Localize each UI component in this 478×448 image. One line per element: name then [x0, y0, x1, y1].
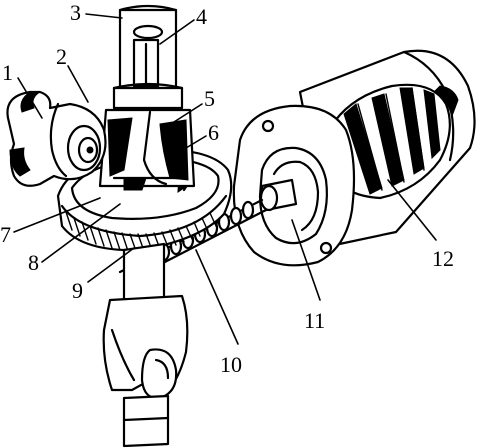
callout-3: 3 [70, 0, 81, 25]
callout-4: 4 [196, 4, 207, 29]
callout-5: 5 [204, 86, 215, 111]
callout-6: 6 [208, 120, 219, 145]
callout-8: 8 [28, 250, 39, 275]
callout-12: 12 [432, 246, 454, 271]
adjusting-knob [6, 90, 107, 187]
callout-9: 9 [72, 278, 83, 303]
leader-lines [13, 13, 437, 345]
callout-7: 7 [0, 222, 11, 247]
callout-labels: 1 2 3 4 5 6 7 8 9 10 11 12 [0, 0, 454, 377]
callout-1: 1 [2, 60, 13, 85]
callout-11: 11 [304, 308, 325, 333]
electric-motor [232, 49, 476, 267]
spindle [98, 4, 196, 191]
output-linkage [102, 242, 189, 448]
motor-flange [232, 104, 356, 267]
callout-10: 10 [220, 352, 242, 377]
motor-rotor [328, 83, 459, 200]
callout-2: 2 [56, 44, 67, 69]
